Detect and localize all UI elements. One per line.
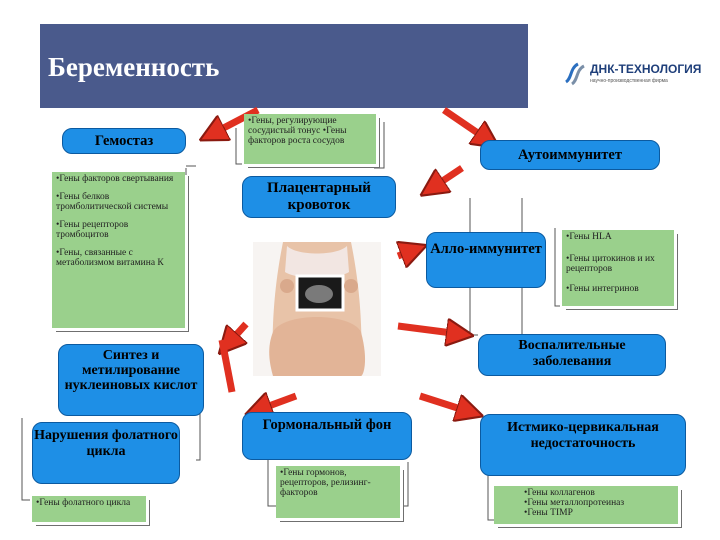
pregnant-woman-image	[253, 242, 381, 376]
synthesis-label: Синтез и метилирование нуклеиновых кисло…	[64, 348, 198, 394]
arrow-to-synthesis	[228, 321, 249, 344]
isthmic-genes: •Гены коллагенов •Гены металлопротеиназ …	[494, 486, 678, 524]
hemostasis-title: Гемостаз	[94, 133, 154, 149]
isthmic-label: Истмико-цервикальная недостаточность	[507, 420, 659, 452]
placental-flow-box: Плацентарный кровоток	[242, 176, 396, 218]
hormonal-label: Гормональный фон	[262, 417, 392, 433]
hemostasis-gene-4: •Гены, связанные с метаболизмом витамина…	[56, 247, 164, 268]
arrow-to-inflammatory	[397, 326, 460, 334]
autoimmunity-label: Аутоиммунитет	[518, 147, 622, 163]
vascular-genes: •Гены, регулирующие сосудистый тонус •Ге…	[244, 114, 376, 164]
allo-gene-1: •Гены HLA	[566, 232, 612, 242]
arrow-to-hormonal	[258, 396, 298, 410]
company-logo: ДНК-ТЕХНОЛОГИЯ научно-производственная ф…	[562, 58, 702, 88]
isthmic-box: Истмико-цервикальная недостаточность	[480, 414, 686, 476]
arrow-synthesis-stem	[218, 339, 236, 393]
arrow-to-autoimmunity	[442, 107, 488, 140]
page-title: Беременность	[48, 52, 220, 82]
hemostasis-box: Гемостаз	[62, 128, 186, 154]
hemostasis-gene-2: •Гены белков тромболитической системы	[56, 191, 169, 212]
folate-disorder-box: Нарушения фолатного цикла	[32, 422, 180, 484]
logo-tagline: научно-производственная фирма	[590, 78, 668, 84]
alloimmunity-genes: •Гены HLA •Гены цитокинов и их рецепторо…	[562, 230, 674, 306]
isthmic-gene-3: •Гены TIMP	[524, 507, 573, 518]
allo-gene-2: •Гены цитокинов и их рецепторов	[566, 253, 655, 274]
isthmic-gene-1: •Гены коллагенов	[524, 488, 595, 498]
arrow-to-isthmic	[418, 392, 470, 412]
dna-logo-icon	[565, 62, 585, 86]
autoimmunity-box: Аутоиммунитет	[480, 140, 660, 170]
synthesis-box: Синтез и метилирование нуклеиновых кисло…	[58, 344, 204, 416]
allo-gene-3: •Гены интегринов	[566, 283, 639, 294]
pregnancy-photo	[253, 242, 381, 376]
arrow-to-alloimmunity	[398, 250, 414, 256]
inflammatory-label: Воспалительные заболевания	[518, 338, 626, 370]
arrow-to-placenta	[432, 165, 464, 188]
title-bar	[40, 24, 528, 108]
inflammatory-box: Воспалительные заболевания	[478, 334, 666, 376]
hemostasis-gene-1: •Гены факторов свертывания	[56, 174, 174, 184]
folate-genes: •Гены фолатного цикла	[32, 496, 146, 522]
isthmic-gene-2: •Гены металлопротеиназ	[524, 497, 625, 508]
placental-flow-label: Плацентарный кровоток	[267, 180, 371, 214]
hormone-genes: •Гены гормонов, рецепторов, релизинг-фак…	[276, 466, 400, 518]
hemostasis-genes: •Гены факторов свертывания •Гены белков …	[52, 172, 185, 328]
hormonal-box: Гормональный фон	[242, 412, 412, 460]
alloimmunity-box: Алло-иммунитет	[426, 232, 546, 288]
hemostasis-gene-3: •Гены рецепторов тромбоцитов	[56, 219, 129, 240]
folate-disorder-label: Нарушения фолатного цикла	[34, 428, 178, 459]
logo-name: ДНК-ТЕХНОЛОГИЯ	[590, 62, 702, 76]
alloimmunity-label: Алло-иммунитет	[430, 241, 542, 257]
